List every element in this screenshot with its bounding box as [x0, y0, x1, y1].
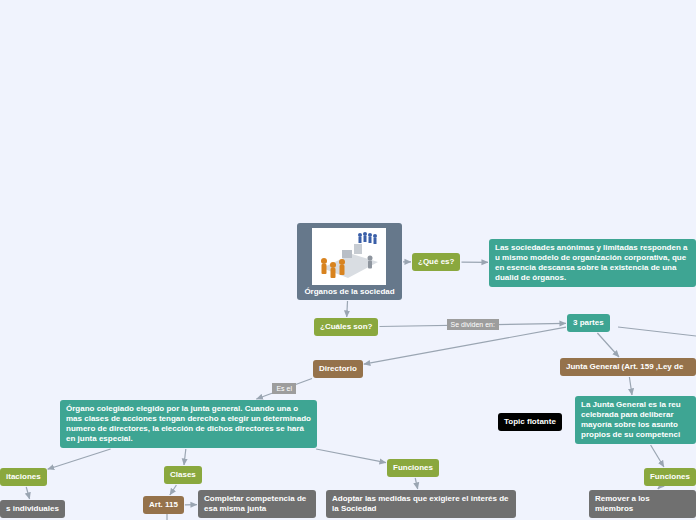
question-box: itaciones	[0, 468, 47, 486]
node-text: Órgano colegiado elegido por la junta ge…	[66, 404, 311, 444]
connector	[184, 449, 186, 465]
description-box: Las sociedades anónimas y limitadas resp…	[489, 239, 696, 287]
central-topic: Órganos de la sociedad	[297, 223, 402, 300]
node-text: Directorio	[319, 364, 357, 374]
connector-stub	[166, 514, 167, 520]
connector	[364, 327, 566, 364]
node-text: Clases	[170, 470, 196, 480]
node-text: itaciones	[6, 472, 41, 482]
connector	[403, 261, 411, 262]
question-box: Funciones	[644, 468, 696, 486]
connector	[185, 504, 197, 505]
connector-stub	[618, 327, 696, 336]
connector	[462, 262, 489, 263]
node-text: Adoptar las medidas que exigiere el inte…	[332, 494, 510, 514]
node-text: Las sociedades anónimas y limitadas resp…	[495, 243, 690, 283]
node-text: Topic flotante	[504, 417, 556, 427]
node-text: Art. 115	[149, 500, 178, 510]
description-box: La Junta General es la reu celebrada par…	[575, 396, 696, 444]
part-box: Directorio	[313, 360, 363, 378]
connector	[170, 485, 177, 495]
connector	[316, 449, 386, 463]
detail-box: Remover a los miembros	[589, 490, 696, 518]
detail-box: Completar competencia de esa misma junta	[198, 490, 316, 518]
node-text: Remover a los miembros	[595, 494, 690, 514]
connector	[346, 301, 348, 317]
node-text: 3 partes	[573, 318, 604, 328]
description-box: 3 partes	[567, 314, 610, 332]
edge-label: Se dividen en:	[447, 319, 499, 330]
description-box: Órgano colegiado elegido por la junta ge…	[60, 400, 317, 448]
node-text: ¿Cuáles son?	[320, 322, 372, 332]
question-box: ¿Qué es?	[412, 253, 460, 271]
connector	[597, 333, 619, 357]
question-box: Funciones	[387, 459, 439, 477]
question-box: Clases	[164, 466, 202, 484]
part-box: Art. 115	[143, 496, 184, 514]
illustration	[312, 228, 386, 285]
node-text: Funciones	[650, 472, 690, 482]
part-box: Junta General (Art. 159 ,Ley de	[560, 358, 696, 376]
connector	[256, 379, 312, 400]
node-text: Órganos de la sociedad	[299, 287, 400, 297]
connector	[415, 478, 418, 489]
node-text: s individuales	[6, 504, 59, 514]
connector	[48, 449, 111, 469]
connector	[629, 377, 632, 395]
connector	[651, 445, 664, 467]
node-text: Completar competencia de esa misma junta	[204, 494, 310, 514]
question-box: ¿Cuáles son?	[314, 318, 378, 336]
node-text: Funciones	[393, 463, 433, 473]
floating-topic: Topic flotante	[498, 413, 562, 431]
node-text: Junta General (Art. 159 ,Ley de	[566, 362, 690, 372]
node-text: ¿Qué es?	[418, 257, 454, 267]
connector	[26, 487, 29, 499]
edge-label: Es el	[272, 383, 296, 394]
node-text: La Junta General es la reu celebrada par…	[581, 400, 690, 440]
detail-box: Adoptar las medidas que exigiere el inte…	[326, 490, 516, 518]
connector	[658, 487, 660, 489]
detail-box: s individuales	[0, 500, 65, 518]
